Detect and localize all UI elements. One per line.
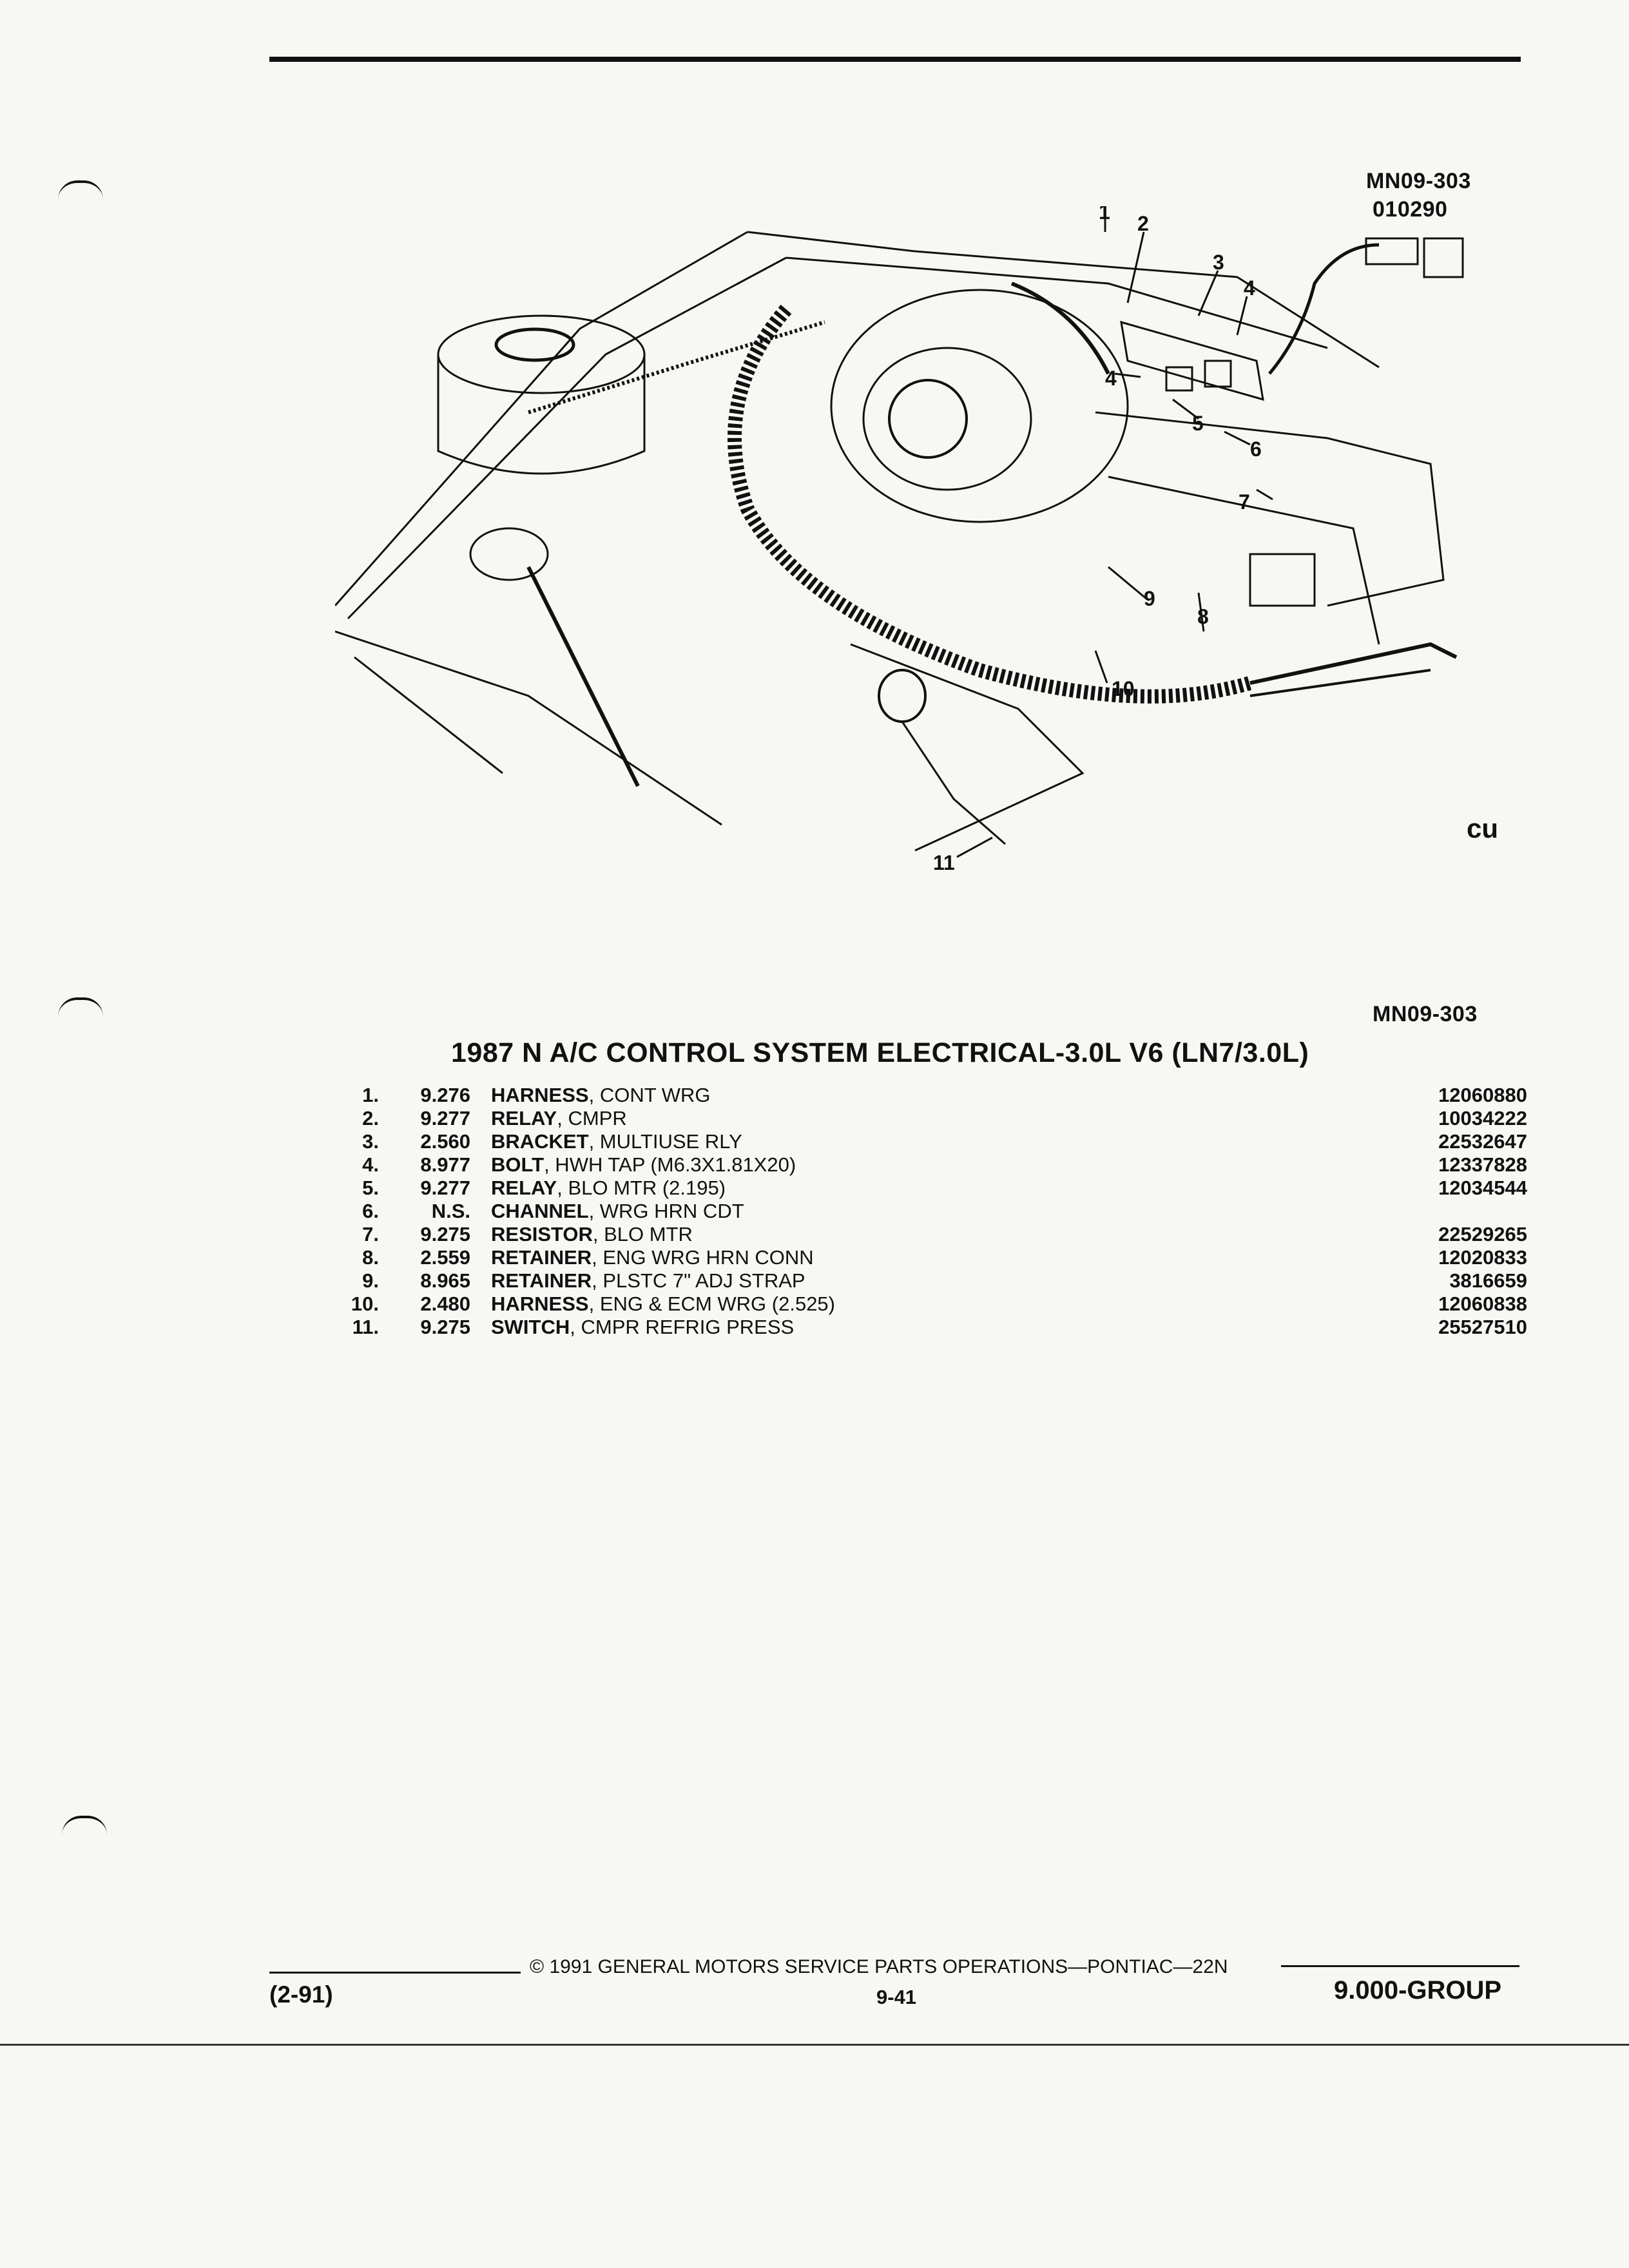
- footer-rule-right: [1281, 1965, 1519, 1967]
- footer-group: 9.000-GROUP: [1334, 1976, 1502, 2004]
- figure-code-bottom: MN09-303: [1373, 1002, 1478, 1026]
- callout-11: 11: [933, 851, 955, 874]
- callout-4b: 4: [1105, 367, 1117, 390]
- footer-rule-left: [269, 1972, 521, 1974]
- figure-code-top: MN09-303: [1366, 169, 1471, 193]
- footer-page-number: 9-41: [876, 1986, 917, 2008]
- binder-hole-mark-3: [62, 1816, 107, 1835]
- footer-revision: (2-91): [269, 1981, 333, 2008]
- bottom-edge-rule: [0, 2044, 1629, 2046]
- cu-mark: cu: [1467, 813, 1499, 843]
- binder-hole-mark-2: [58, 997, 103, 1017]
- body-outline: [335, 231, 1464, 852]
- callout-1: 1: [1099, 206, 1110, 224]
- page-title: 1987 N A/C CONTROL SYSTEM ELECTRICAL-3.0…: [451, 1037, 1309, 1068]
- parts-row: 6.N.S.CHANNEL, WRG HRN CDT: [362, 1200, 744, 1222]
- footer-copyright: © 1991 GENERAL MOTORS SERVICE PARTS OPER…: [530, 1956, 1228, 1977]
- figure-date-code: 010290: [1373, 197, 1448, 222]
- binder-hole-mark-1: [58, 180, 103, 200]
- diagram-callouts: 1 2 3 4 4 5 6 7 9 8 10 11: [933, 206, 1262, 874]
- callout-8: 8: [1197, 605, 1209, 628]
- callout-4: 4: [1244, 276, 1255, 300]
- header-rule: [269, 57, 1521, 62]
- harness-conduit: [728, 304, 1253, 704]
- callout-3: 3: [1213, 251, 1224, 274]
- callout-10: 10: [1112, 677, 1135, 700]
- callout-5: 5: [1192, 412, 1204, 435]
- callout-6: 6: [1250, 437, 1262, 461]
- callout-2: 2: [1137, 212, 1149, 235]
- callout-9: 9: [1144, 587, 1155, 610]
- callout-7: 7: [1239, 490, 1250, 514]
- parts-diagram: 1 2 3 4 4 5 6 7 9 8 10 11: [335, 206, 1464, 874]
